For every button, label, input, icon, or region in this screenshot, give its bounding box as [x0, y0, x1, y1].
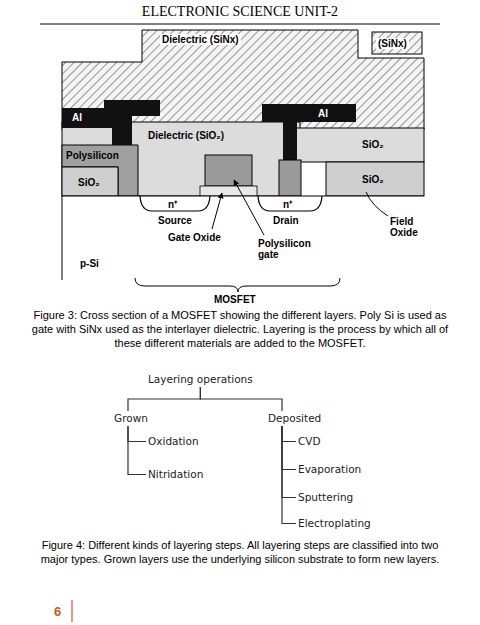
source-well: [140, 196, 210, 211]
tree-text: CVD: [298, 435, 321, 448]
leader-line: [366, 192, 388, 216]
tree-connector: [282, 426, 296, 524]
part-label: Drain: [273, 215, 299, 226]
al-via: [112, 114, 132, 145]
tree-connector: [200, 387, 282, 411]
figure-caption: Figure 3: Cross section of a MOSFET show…: [30, 308, 450, 350]
header-rule: [40, 24, 440, 25]
layer-label: SiO₂: [78, 177, 100, 188]
figure-caption: Figure 4: Different kinds of layering st…: [30, 538, 450, 566]
al-contact: [262, 104, 356, 122]
layer-label: SiO₂: [362, 139, 384, 150]
sinx-box: [372, 32, 422, 54]
tree-text: Grown: [114, 412, 148, 425]
mosfet-bracket: [135, 278, 340, 292]
polysilicon-layer: [62, 145, 138, 196]
part-label: Gate Oxide: [168, 232, 221, 243]
tree-connector: [128, 387, 200, 411]
layer-label: Al: [318, 108, 328, 119]
al-via: [283, 104, 297, 162]
drain-plug: [279, 160, 301, 196]
tree-item: Deposited: [266, 411, 323, 426]
page-number: 6: [54, 604, 61, 619]
sio2-layer: [62, 167, 118, 196]
page-rule: [71, 600, 72, 622]
part-label: MOSFET: [214, 294, 256, 305]
layer-label: SiO₂: [362, 174, 384, 185]
page-header: ELECTRONIC SCIENCE UNIT-2: [0, 4, 480, 20]
tree-connector: [282, 426, 296, 470]
sio2-layer: [296, 128, 424, 162]
tree-item: CVD: [296, 434, 323, 449]
p-substrate: [62, 196, 424, 280]
layer-label: Polysilicon: [66, 150, 119, 161]
part-label: Field Oxide: [390, 216, 432, 238]
substrate-edge: [62, 196, 63, 280]
polysilicon-gate: [205, 155, 252, 186]
gate-oxide: [200, 186, 257, 196]
tree-text: Electroplating: [298, 517, 371, 530]
al-contact: [104, 100, 160, 116]
tree-item: Electroplating: [296, 516, 373, 531]
region-label: p-Si: [80, 258, 99, 269]
layer-label: Dielectric (SiO₂): [148, 130, 224, 141]
tree-item: Evaporation: [296, 462, 363, 477]
doping-label: n⁺: [168, 199, 177, 210]
tree-text: Sputtering: [298, 491, 353, 504]
tree-item: Layering operations: [146, 372, 255, 387]
tree-connector: [128, 426, 146, 475]
tree-text: Layering operations: [148, 373, 253, 386]
layer-label: Dielectric (SiNx): [160, 34, 241, 45]
tree-connector: [282, 426, 296, 498]
layer-label: (SiNx): [376, 38, 409, 49]
tree-text: Deposited: [268, 412, 321, 425]
field-oxide: [326, 162, 424, 196]
tree-item: Nitridation: [146, 467, 205, 482]
leader-line: [212, 193, 222, 229]
leader-line: [234, 180, 264, 235]
tree-item: Oxidation: [146, 434, 201, 449]
tree-text: Nitridation: [148, 468, 203, 481]
part-label: Polysilicon gate: [258, 238, 330, 260]
tree-item: Grown: [112, 411, 150, 426]
drain-well: [258, 196, 322, 211]
tree-text: Evaporation: [298, 463, 361, 476]
tree-text: Oxidation: [148, 435, 199, 448]
sio2-dielectric: [62, 122, 300, 196]
tree-item: Sputtering: [296, 490, 355, 505]
doping-label: n⁺: [283, 199, 292, 210]
layer-label: Al: [72, 112, 82, 123]
tree-connector: [128, 426, 146, 442]
part-label: Source: [158, 215, 192, 226]
tree-connector: [282, 426, 296, 442]
